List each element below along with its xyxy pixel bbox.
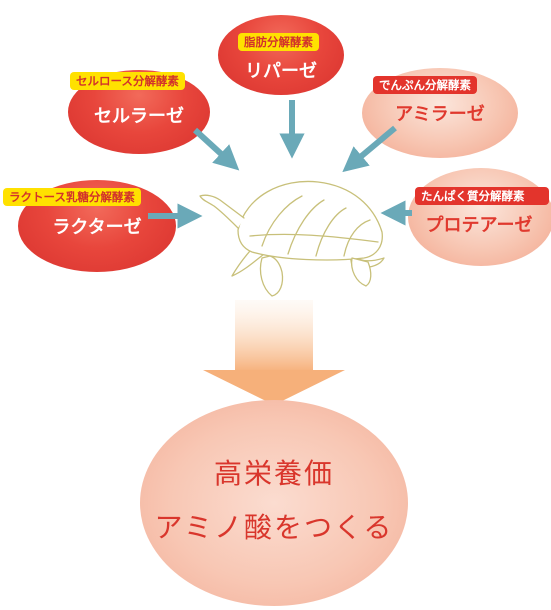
category-tag-lipase: 脂肪分解酵素	[238, 33, 319, 51]
result-ellipse: 高栄養価 アミノ酸をつくる	[140, 400, 408, 606]
result-line-2: アミノ酸をつくる	[154, 511, 394, 544]
enzyme-name-lipase: リパーゼ	[245, 61, 317, 82]
turtle-icon	[199, 180, 385, 297]
enzyme-name-amylase: アミラーゼ	[395, 104, 485, 125]
arrow-from-amylase	[342, 125, 397, 173]
enzyme-protease: プロテアーゼ	[408, 168, 551, 266]
category-tag-amylase: でんぷん分解酵素	[373, 76, 477, 94]
enzyme-name-lactase: ラクターゼ	[52, 217, 142, 238]
arrow-from-cellulase	[192, 127, 240, 171]
enzyme-name-protease: プロテアーゼ	[425, 215, 533, 236]
category-tag-protease: たんぱく質分解酵素	[415, 187, 549, 205]
enzyme-lipase: リパーゼ	[218, 15, 344, 95]
enzyme-name-cellulase: セルラーゼ	[94, 106, 184, 127]
category-tag-lactase: ラクトース乳糖分解酵素	[3, 188, 141, 206]
category-tag-cellulase: セルロース分解酵素	[70, 72, 185, 90]
result-line-1: 高栄養価	[213, 457, 334, 490]
